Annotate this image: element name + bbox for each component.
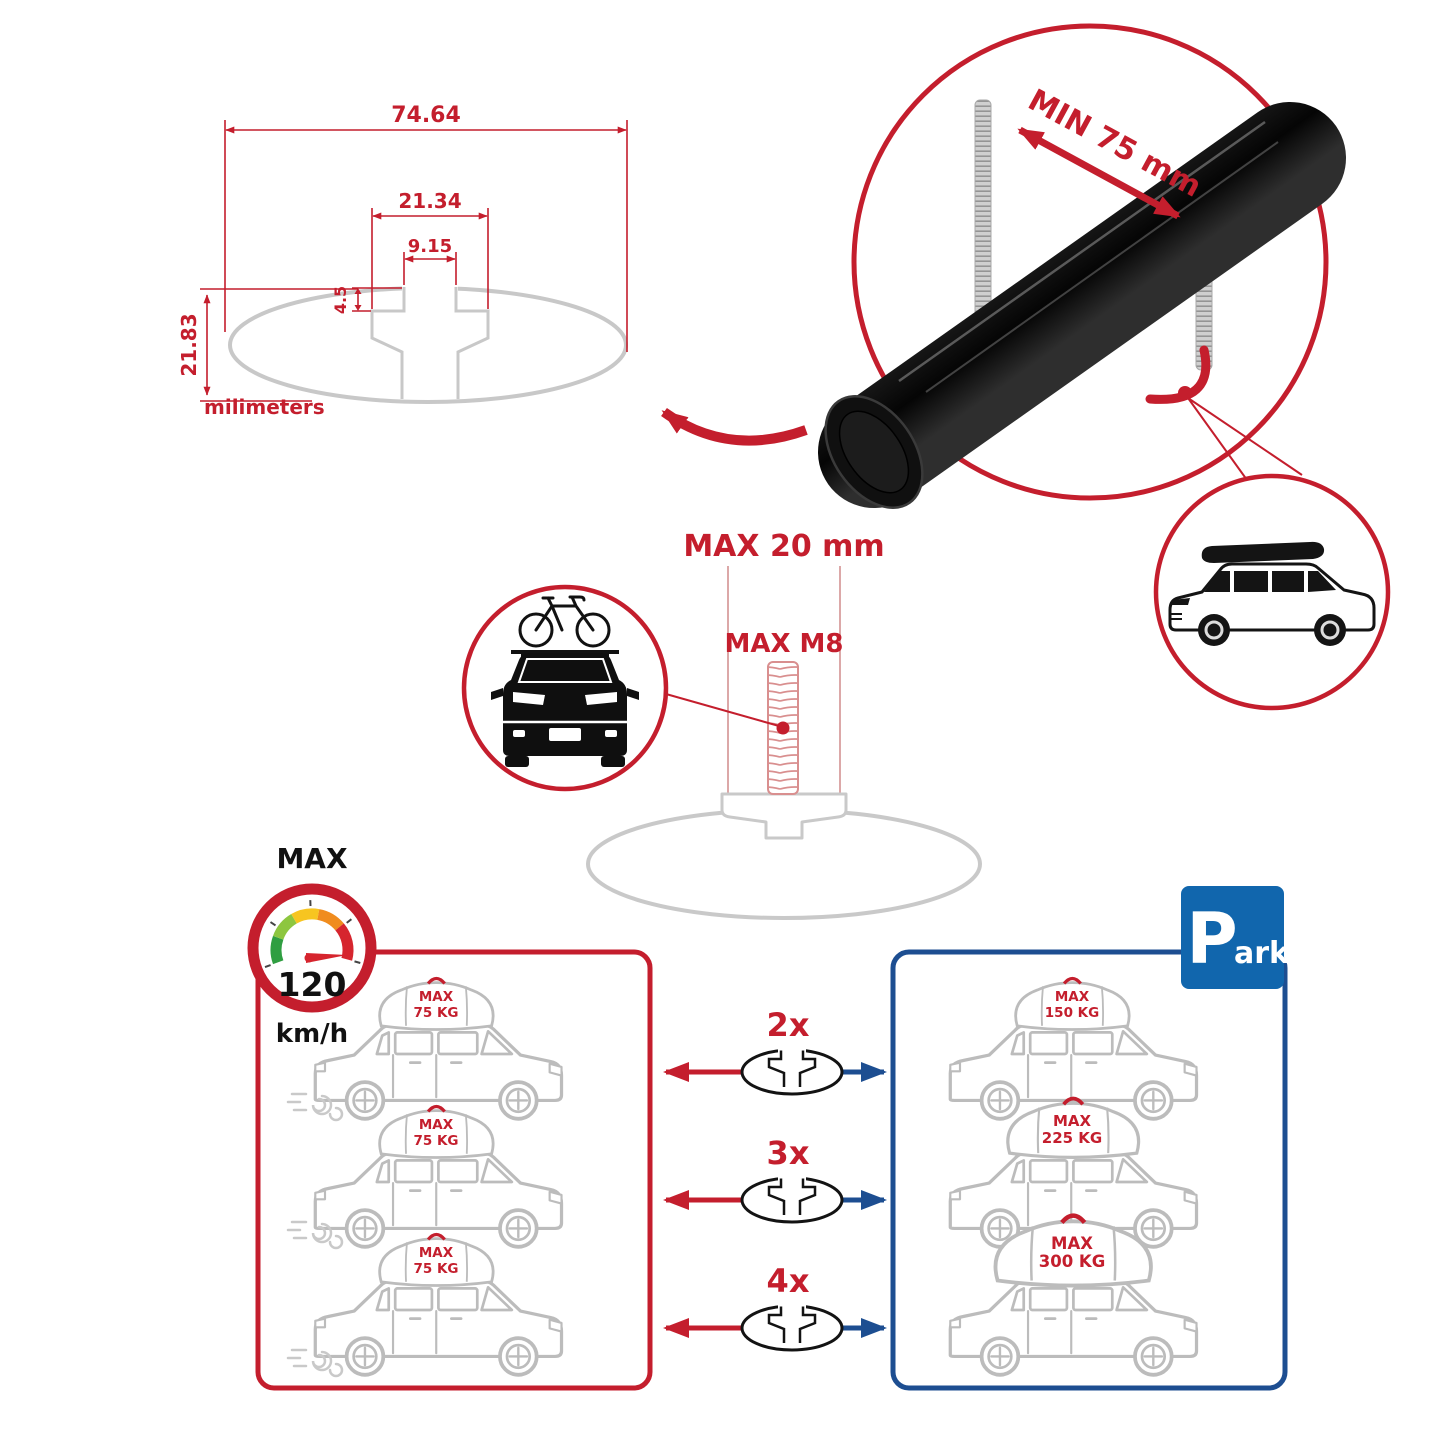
bar-to-profile-arrow [661, 407, 808, 446]
dimension-lines [200, 120, 628, 402]
gauge-needle-pivot [304, 953, 314, 963]
crossbar-cross-section-icon [740, 1176, 844, 1224]
bag-label-line1: MAX [419, 1245, 454, 1261]
multiplier-label: 4x [767, 1262, 810, 1300]
clamp-hook [1145, 345, 1211, 404]
suv-illustration [1168, 541, 1376, 646]
gauge-ticks [264, 900, 361, 969]
speed-unit: km/h [276, 1019, 348, 1049]
count-row: 3x [663, 1134, 887, 1224]
dim-channel-width-label: 21.34 [398, 189, 461, 213]
bag-label-line2: 300 KG [1039, 1252, 1106, 1271]
bag-label-line1: MAX [1051, 1234, 1093, 1253]
gauge-needle [306, 953, 347, 963]
dim-slot-depth-label: 4.5 [331, 286, 350, 314]
bag-label-line1: MAX [419, 989, 454, 1005]
bag-label-line1: MAX [1053, 1112, 1092, 1130]
crossbar-profile-dimension-diagram: 74.64 21.34 9.15 4.5 21.83 milimeters [177, 103, 628, 419]
load-capacity-section: MAX 75 KG MAX 75 KG MAX 75 KG MAX 150 KG… [247, 842, 1290, 1391]
bolt-max-thread-label: MAX M8 [724, 629, 843, 659]
suv-roofbox-badge [1153, 473, 1391, 711]
dim-total-height-label: 21.83 [177, 313, 201, 376]
bag-label-line2: 150 KG [1045, 1005, 1099, 1021]
car-bike-badge [461, 584, 669, 792]
park-sign-p: P [1186, 898, 1237, 980]
callout-lines-to-suv [1187, 397, 1303, 481]
u-bolt-rod-left [974, 99, 992, 321]
crossbar-cross-section-icon [740, 1048, 844, 1096]
driving-cars: MAX 75 KG MAX 75 KG MAX 75 KG [286, 976, 564, 1378]
park-sign-ark: ark [1234, 936, 1290, 971]
units-label: milimeters [204, 395, 325, 419]
speed-limit-badge: MAX 120 km/h [247, 842, 377, 1049]
bag-label-line2: 225 KG [1042, 1129, 1102, 1147]
bag-label-line1: MAX [419, 1117, 454, 1133]
count-row: 4x [663, 1262, 887, 1352]
car-front-view [491, 653, 639, 767]
callout-line-bike-to-bolt [665, 693, 780, 727]
parked-cars: MAX 150 KG MAX 225 KG MAX 300 KG [948, 976, 1199, 1377]
bag-label-line2: 75 KG [413, 1133, 458, 1149]
multiplier-label: 2x [767, 1006, 810, 1044]
crossbar-top-highlight [898, 120, 1266, 383]
crossbar-3d-detail: MIN 75 mm [818, 23, 1346, 509]
profile-ellipse [228, 286, 628, 404]
dim-arrow-up [354, 288, 362, 294]
speed-value: 120 [278, 965, 347, 1004]
bolt-max-length-label: MAX 20 mm [683, 529, 884, 564]
suv-mirror [1217, 579, 1226, 587]
min-span-arrow [1017, 126, 1181, 220]
dim-arrow-down [354, 305, 362, 311]
profile-t-slot-channel [370, 287, 490, 399]
bag-label-line2: 75 KG [413, 1005, 458, 1021]
t-slot-nut [720, 792, 848, 840]
suv-headlight [1172, 598, 1190, 605]
speedometer-ring [247, 883, 377, 1013]
dim-total-width-label: 74.64 [391, 103, 461, 128]
bag-label-line1: MAX [1055, 989, 1090, 1005]
park-sign-board [1181, 886, 1284, 989]
bolt-dim-extension-lines [727, 566, 841, 794]
speed-max-label: MAX [276, 842, 348, 875]
count-row: 2x [663, 1006, 887, 1096]
bag-label-line2: 75 KG [413, 1261, 458, 1277]
dim-slot-width-label: 9.15 [408, 236, 452, 257]
crossbar-cross-section-icon [740, 1304, 844, 1352]
crossbar-count-rows: 2x 3x 4x [663, 1006, 887, 1352]
crossbar-end-face-inner [838, 410, 910, 494]
bolt-dimension-diagram: MAX 20 mm MAX M8 [586, 529, 982, 920]
profile-slot-gap [402, 284, 458, 294]
clamp-callout-dot [1178, 386, 1192, 400]
park-sign: P ark [1181, 886, 1290, 989]
multiplier-label: 3x [767, 1134, 810, 1172]
crossbar-body [818, 102, 1346, 508]
roof-box [1201, 541, 1325, 563]
bicycle-icon [518, 595, 611, 648]
zoom-circle [851, 23, 1329, 501]
bolt-callout-dot [776, 721, 790, 735]
car-bike-illustration [491, 595, 639, 767]
crossbar-groove [925, 141, 1279, 393]
speed-gauge-arc [270, 908, 354, 965]
